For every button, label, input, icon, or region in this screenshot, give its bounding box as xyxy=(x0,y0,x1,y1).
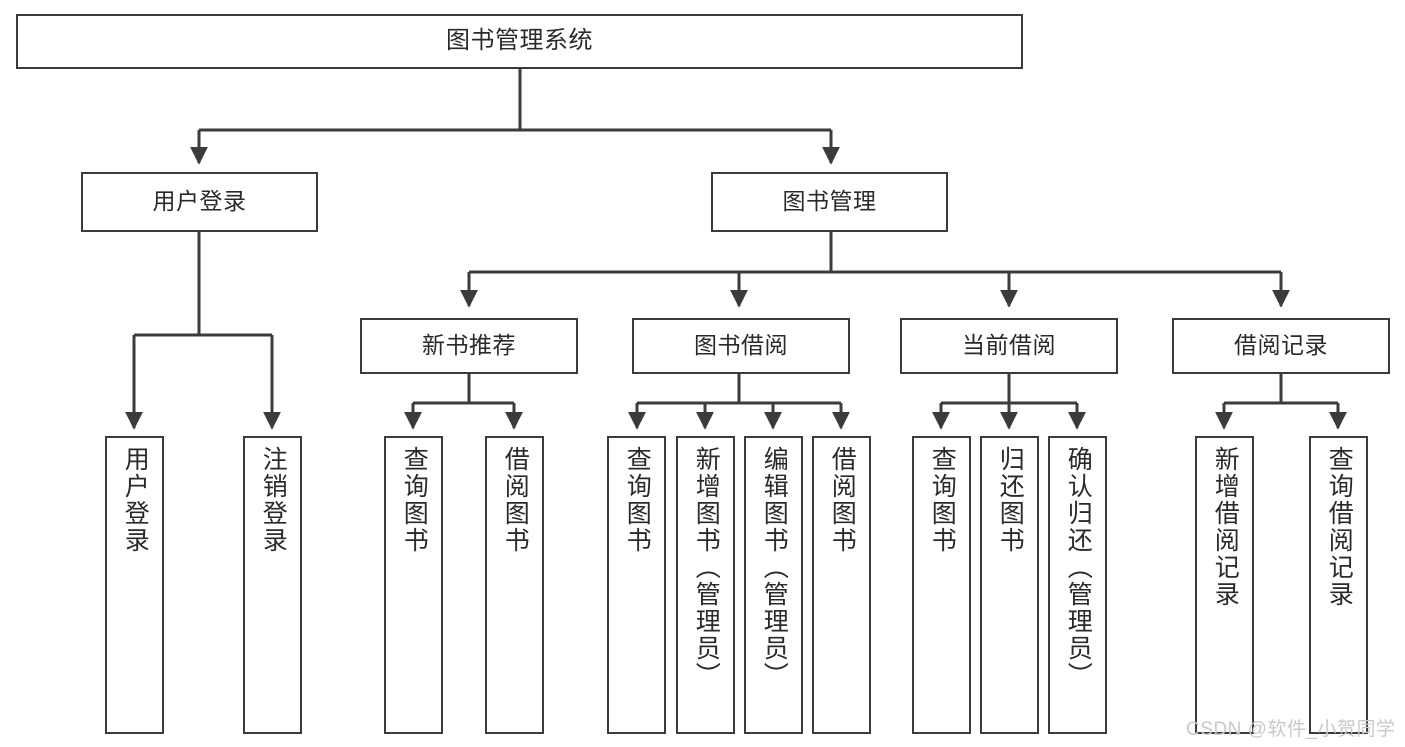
node-label: 查询借阅记录 xyxy=(1325,446,1354,608)
node-label: 查询图书 xyxy=(400,446,429,554)
node-label: 注销登录 xyxy=(259,446,288,554)
node-leaf-confirm-return-admin[interactable]: 确认归还（管理员） xyxy=(1048,436,1107,734)
node-label: 借阅图书 xyxy=(501,446,530,554)
node-book-management-system[interactable]: 图书管理系统 xyxy=(16,14,1023,69)
node-label: 编辑图书（管理员） xyxy=(760,446,789,689)
node-label: 查询图书 xyxy=(623,446,652,554)
node-label: 用户登录 xyxy=(121,446,150,554)
node-label: 用户登录 xyxy=(152,188,247,215)
node-current-borrow[interactable]: 当前借阅 xyxy=(900,318,1118,374)
node-leaf-query-book-current[interactable]: 查询图书 xyxy=(912,436,971,734)
node-label: 图书管理 xyxy=(782,188,877,215)
node-leaf-add-book-admin[interactable]: 新增图书（管理员） xyxy=(676,436,735,734)
node-leaf-query-borrow-record[interactable]: 查询借阅记录 xyxy=(1309,436,1368,734)
node-label: 新增借阅记录 xyxy=(1211,446,1240,608)
node-leaf-user-login[interactable]: 用户登录 xyxy=(105,436,164,734)
node-leaf-query-book-recommend[interactable]: 查询图书 xyxy=(384,436,443,734)
node-book-management[interactable]: 图书管理 xyxy=(711,172,948,232)
csdn-watermark: CSDN @软件_小贺同学 xyxy=(1186,719,1396,740)
node-leaf-add-borrow-record[interactable]: 新增借阅记录 xyxy=(1195,436,1254,734)
node-label: 当前借阅 xyxy=(962,332,1056,359)
node-new-book-recommend[interactable]: 新书推荐 xyxy=(360,318,578,374)
node-leaf-borrow-book[interactable]: 借阅图书 xyxy=(812,436,871,734)
node-label: 查询图书 xyxy=(928,446,957,554)
node-leaf-query-book-borrow[interactable]: 查询图书 xyxy=(607,436,666,734)
node-label: 借阅图书 xyxy=(828,446,857,554)
node-label: 图书借阅 xyxy=(694,332,788,359)
node-leaf-borrow-book-recommend[interactable]: 借阅图书 xyxy=(485,436,544,734)
node-label: 新增图书（管理员） xyxy=(692,446,721,689)
node-label: 借阅记录 xyxy=(1234,332,1328,359)
node-leaf-return-book[interactable]: 归还图书 xyxy=(980,436,1039,734)
node-label: 新书推荐 xyxy=(422,332,516,359)
node-borrow-record[interactable]: 借阅记录 xyxy=(1172,318,1390,374)
node-label: 归还图书 xyxy=(996,446,1025,554)
node-leaf-edit-book-admin[interactable]: 编辑图书（管理员） xyxy=(744,436,803,734)
node-label: 确认归还（管理员） xyxy=(1064,446,1093,689)
node-leaf-logout-login[interactable]: 注销登录 xyxy=(243,436,302,734)
node-user-login[interactable]: 用户登录 xyxy=(81,172,318,232)
node-book-borrow[interactable]: 图书借阅 xyxy=(632,318,850,374)
node-label: 图书管理系统 xyxy=(446,27,593,55)
